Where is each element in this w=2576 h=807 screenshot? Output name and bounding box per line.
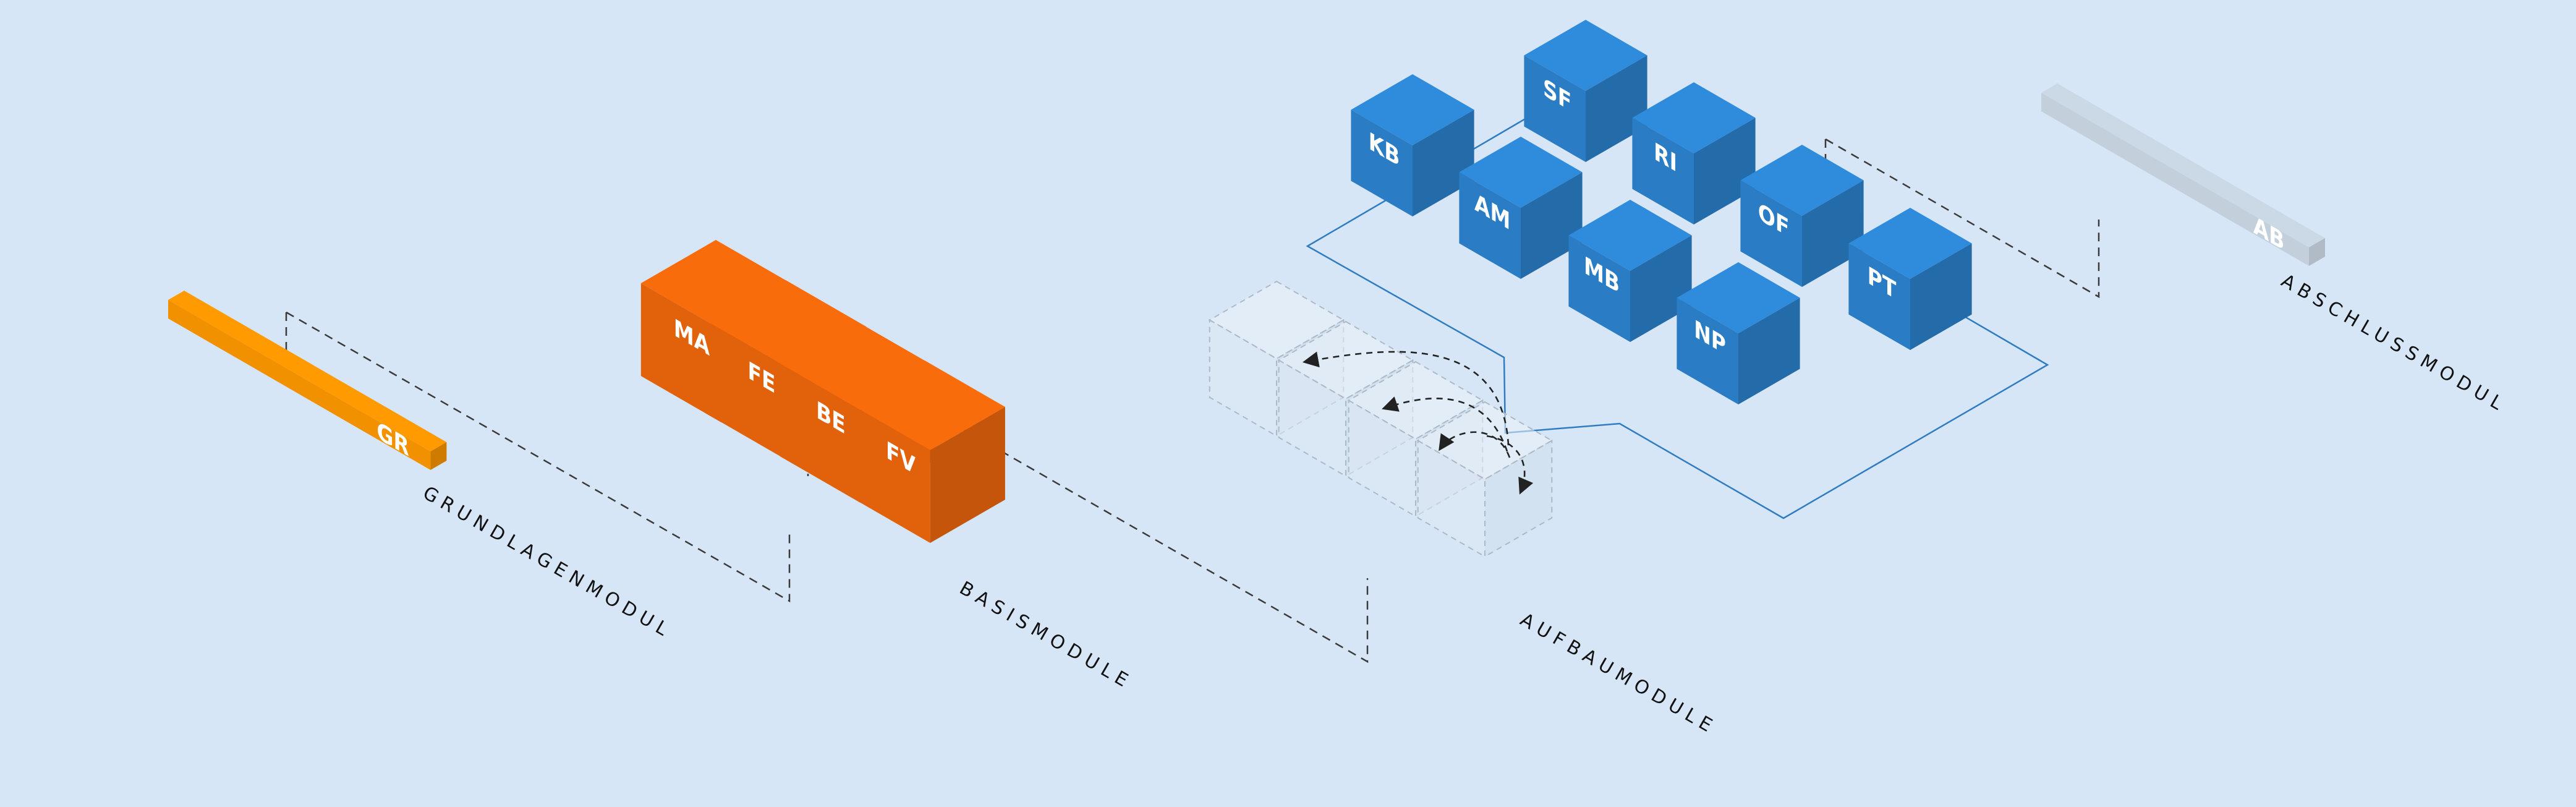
module-SF-side <box>1586 55 1647 162</box>
module-AB-top <box>2041 83 2325 247</box>
placeholder-cube-1-face <box>1209 318 1277 437</box>
module-GR: GR <box>168 291 447 470</box>
placeholder-cube-2-face <box>1277 320 1414 400</box>
placeholder-cube-4-face <box>1484 439 1553 558</box>
module-MB-side <box>1630 235 1692 342</box>
label-grundlagenmodul: GRUNDLAGENMODUL <box>419 482 676 643</box>
module-GR-top <box>168 291 447 451</box>
placeholder-cube-4 <box>1416 401 1554 558</box>
module-RI-front <box>1632 117 1694 224</box>
module-FV-top <box>849 361 1005 450</box>
module-AM-side <box>1521 172 1583 279</box>
module-KB: KB <box>1351 74 1474 216</box>
arrow-curve-4 <box>1486 435 1534 495</box>
placeholder-cube-2-face <box>1278 359 1346 477</box>
module-GR-side <box>430 442 447 470</box>
arrow-curve-1 <box>1302 351 1510 446</box>
placeholder-cube-4-face <box>1417 439 1486 558</box>
module-FV: FV <box>849 361 1005 543</box>
label-abschlussmodul: ABSCHLUSSMODUL <box>2277 270 2510 417</box>
placeholder-cubes <box>1208 280 1554 558</box>
module-RI-side <box>1694 117 1756 224</box>
module-AB: AB <box>2041 83 2325 266</box>
module-AB-front <box>2041 93 2309 266</box>
module-AM-front <box>1459 172 1521 279</box>
move-arrows <box>1302 351 1534 495</box>
module-MB: MB <box>1568 200 1692 342</box>
module-PT-side <box>1910 243 1972 350</box>
module-KB-front <box>1351 109 1413 216</box>
module-PT: PT <box>1848 208 1972 350</box>
module-AM: AM <box>1459 137 1583 279</box>
module-NP: NP <box>1677 262 1800 404</box>
module-NP-side <box>1738 297 1800 404</box>
module-MB-front <box>1568 235 1630 342</box>
module-PT-front <box>1848 243 1910 350</box>
module-AB-side <box>2309 238 2325 266</box>
module-OF-side <box>1802 180 1864 287</box>
arrow-curve-3 <box>1439 431 1511 458</box>
module-OF-front <box>1740 180 1802 287</box>
module-KB-side <box>1413 109 1474 216</box>
module-GR-front <box>168 300 431 470</box>
placeholder-cube-4-face <box>1416 401 1554 480</box>
module-FV-side <box>930 407 1005 543</box>
module-MA-front <box>640 283 721 422</box>
module-SF: SF <box>1524 20 1647 162</box>
arrow-curve-2 <box>1382 396 1508 452</box>
module-RI: RI <box>1632 82 1756 224</box>
module-SF-front <box>1524 55 1586 162</box>
module-NP-front <box>1677 297 1738 404</box>
label-basismodule: BASISMODULE <box>956 578 1136 694</box>
callout-outline <box>1306 88 2049 519</box>
label-aufbaumodule: AUFBAUMODULE <box>1516 609 1720 740</box>
module-OF: OF <box>1740 145 1864 287</box>
module-FE-front <box>710 323 791 463</box>
module-FV-front <box>849 404 930 543</box>
placeholder-cube-3-face <box>1348 399 1416 518</box>
module-BE-front <box>780 364 861 503</box>
